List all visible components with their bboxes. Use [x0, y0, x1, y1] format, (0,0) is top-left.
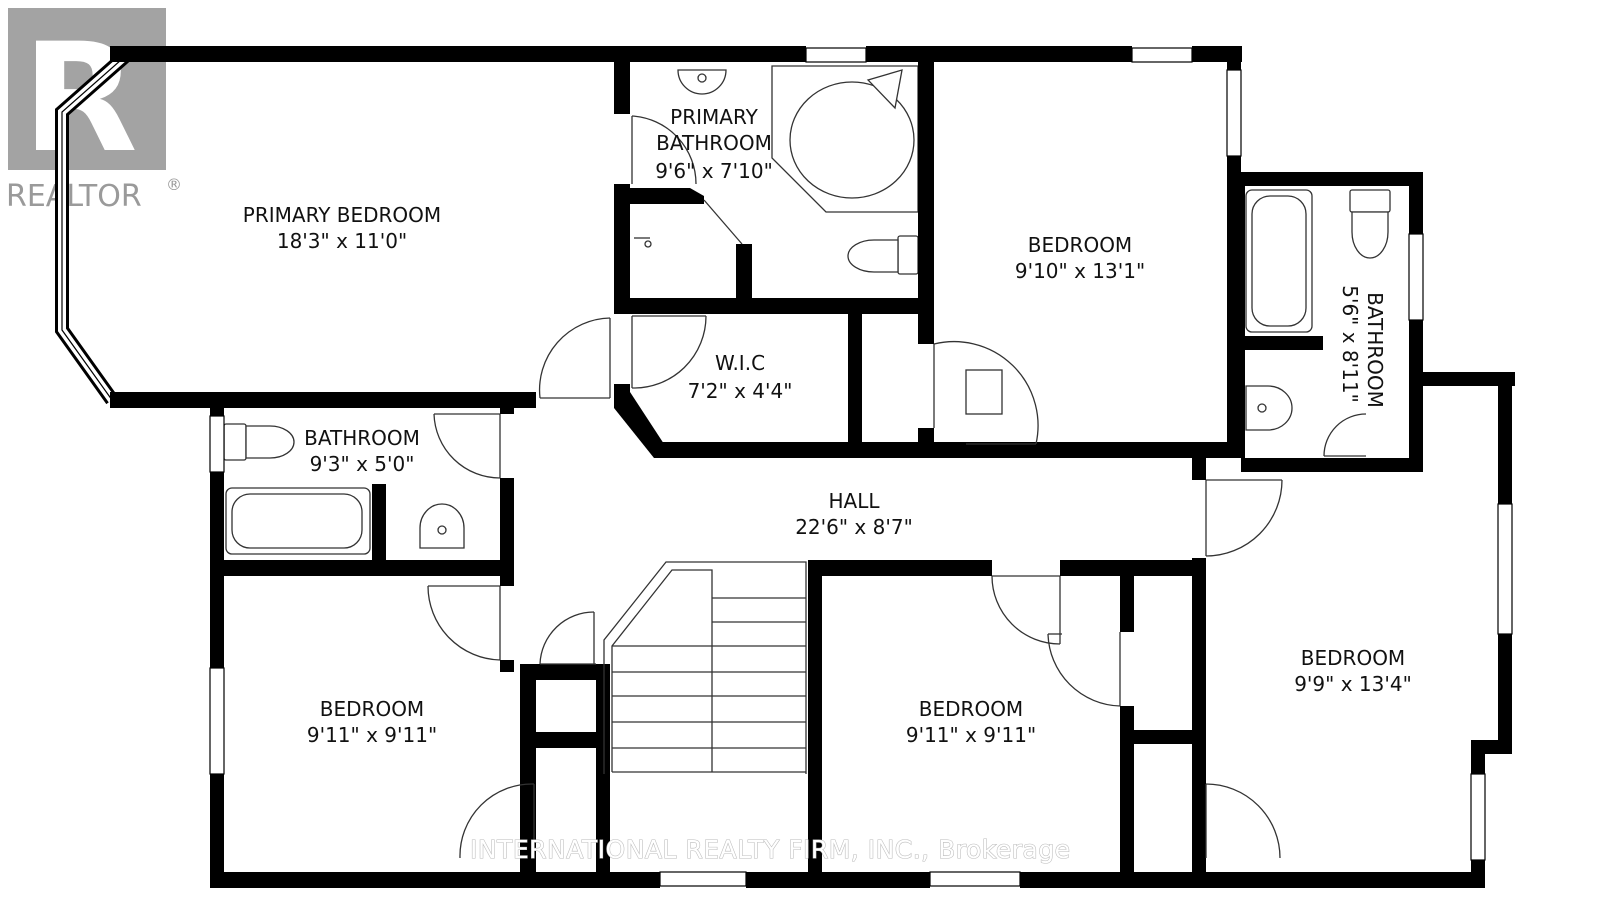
- room-name-primary-bedroom: PRIMARY BEDROOM: [243, 203, 441, 227]
- room-size-bathroom-w: 9'3" x 5'0": [310, 452, 415, 476]
- room-name-wic: W.I.C: [715, 351, 765, 375]
- room-size-primary-bathroom: 9'6" x 7'10": [655, 159, 773, 183]
- walls: [110, 46, 1515, 888]
- window: [1497, 503, 1513, 635]
- realtor-logo: R REALTOR ®: [6, 8, 182, 214]
- window: [1226, 69, 1242, 157]
- fixtures: [223, 65, 1391, 555]
- room-name-bedroom-s: BEDROOM: [919, 697, 1023, 721]
- door-bedroom-sw: [427, 585, 501, 661]
- toilet-icon: [847, 235, 919, 275]
- realtor-registered-mark: ®: [166, 175, 182, 194]
- room-name-hall: HALL: [828, 489, 880, 513]
- sink-icon: [1245, 385, 1293, 431]
- window: [1408, 233, 1424, 321]
- doors: [427, 115, 1367, 859]
- door-primary-bathroom: [631, 115, 697, 185]
- window: [659, 871, 747, 887]
- room-size-bedroom-se: 9'9" x 13'4": [1294, 672, 1412, 696]
- room-size-bedroom-s: 9'11" x 9'11": [906, 723, 1036, 747]
- room-labels: PRIMARY BEDROOM 18'3" x 11'0" PRIMARY BA…: [243, 105, 1412, 747]
- shower-valve-icon: [634, 237, 652, 248]
- room-name-primary-bathroom: PRIMARY: [670, 105, 758, 129]
- room-name-bathroom-w: BATHROOM: [304, 426, 420, 450]
- windows: [209, 47, 1513, 887]
- door-linen-closet: [539, 611, 596, 665]
- window: [929, 871, 1021, 887]
- door-bedroom-se: [1205, 479, 1283, 557]
- bathtub-icon: [1245, 189, 1313, 333]
- door-bedroom-ne: [933, 340, 1039, 445]
- room-name-primary-bathroom-2: BATHROOM: [656, 131, 772, 155]
- staircase: [603, 561, 807, 774]
- room-name-bathroom-e: BATHROOM: [1363, 292, 1387, 408]
- door-primary-bedroom: [538, 317, 611, 399]
- door-bathroom-w: [433, 413, 501, 479]
- room-name-bedroom-ne: BEDROOM: [1028, 233, 1132, 257]
- corner-tub: [771, 65, 919, 213]
- window: [1131, 47, 1193, 63]
- toilet-icon: [1349, 189, 1391, 259]
- door-bedroom-s-closet: [1047, 632, 1121, 707]
- room-size-bathroom-e: 5'6" x 8'11": [1338, 285, 1362, 403]
- sink-icon: [419, 503, 465, 549]
- window: [209, 415, 225, 473]
- room-size-bedroom-ne: 9'10" x 13'1": [1015, 259, 1145, 283]
- room-size-wic: 7'2" x 4'4": [688, 379, 793, 403]
- room-name-bedroom-se: BEDROOM: [1301, 646, 1405, 670]
- sink-icon: [677, 69, 727, 95]
- window: [1470, 773, 1486, 861]
- door-bedroom-sw-closet: [459, 783, 535, 859]
- room-name-bedroom-sw: BEDROOM: [320, 697, 424, 721]
- brokerage-watermark: INTERNATIONAL REALTY FIRM, INC., Brokera…: [470, 835, 1071, 864]
- realtor-logo-text: REALTOR: [6, 179, 142, 214]
- room-size-primary-bedroom: 18'3" x 11'0": [277, 229, 407, 253]
- toilet-icon: [223, 423, 295, 461]
- window: [805, 47, 867, 63]
- door-wic: [631, 315, 707, 389]
- bathtub-icon: [225, 487, 371, 555]
- door-bedroom-s: [991, 575, 1061, 645]
- room-size-bedroom-sw: 9'11" x 9'11": [307, 723, 437, 747]
- door-bathroom-e: [1323, 413, 1367, 457]
- door-shower: [703, 199, 743, 245]
- room-size-hall: 22'6" x 8'7": [795, 515, 913, 539]
- window: [209, 667, 225, 775]
- bay-window: [55, 46, 135, 405]
- door-bedroom-se-closet: [1205, 783, 1281, 859]
